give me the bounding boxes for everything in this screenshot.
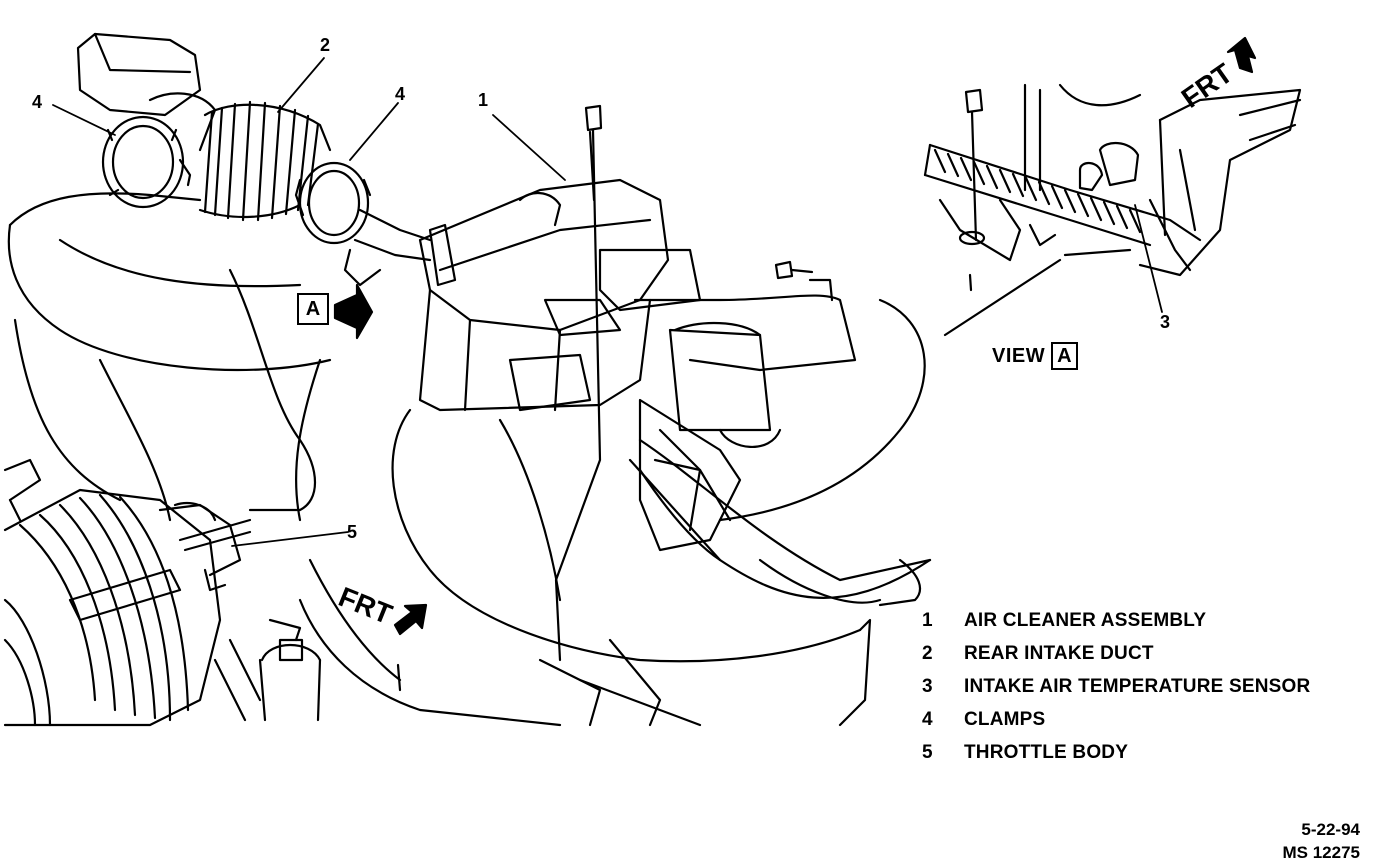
parts-legend: 1 AIR CLEANER ASSEMBLY 2 REAR INTAKE DUC…: [920, 610, 1360, 775]
figure-footer: 5-22-94 MS 12275: [1283, 818, 1361, 864]
view-a-arrow: [333, 283, 374, 340]
inlet-duct: [76, 32, 217, 209]
callout-4-right: 4: [395, 84, 406, 104]
view-a-marker: A: [297, 293, 329, 325]
legend-item: 4 CLAMPS: [920, 709, 1360, 742]
legend-item: 5 THROTTLE BODY: [920, 742, 1360, 775]
callout-5: 5: [347, 522, 358, 542]
figure-code: MS 12275: [1282, 843, 1361, 862]
legend-item: 1 AIR CLEANER ASSEMBLY: [920, 610, 1360, 643]
legend-text: AIR CLEANER ASSEMBLY: [964, 610, 1207, 631]
legend-item: 3 INTAKE AIR TEMPERATURE SENSOR: [920, 676, 1360, 709]
legend-number: 5: [922, 742, 933, 763]
callout-4-left: 4: [32, 92, 43, 112]
rear-intake-duct-bellows: [198, 100, 432, 287]
legend-text: INTAKE AIR TEMPERATURE SENSOR: [964, 676, 1311, 697]
callout-1: 1: [478, 90, 489, 110]
legend-number: 1: [922, 610, 933, 631]
callout-2: 2: [320, 35, 331, 55]
supercharger-throttle-body: [3, 458, 252, 727]
legend-number: 2: [922, 643, 933, 664]
callout-leaders: [52, 57, 1163, 547]
callout-3: 3: [1160, 312, 1171, 332]
legend-number: 3: [922, 676, 933, 697]
view-a-inset: [923, 83, 1302, 337]
view-label-text: VIEW: [992, 345, 1046, 367]
legend-item: 2 REAR INTAKE DUCT: [920, 643, 1360, 676]
legend-number: 4: [922, 709, 933, 730]
figure-date: 5-22-94: [1301, 820, 1360, 839]
bottom-sensor: [213, 618, 322, 722]
engine-bay-outline: [7, 192, 932, 727]
front-arrow-inset: [1226, 36, 1257, 74]
legend-text: THROTTLE BODY: [964, 742, 1129, 763]
mounting-bolt: [396, 104, 814, 692]
front-arrow-main: [393, 603, 428, 636]
view-label-letter: A: [1051, 342, 1079, 370]
air-cleaner-assembly: [418, 178, 857, 552]
legend-text: REAR INTAKE DUCT: [964, 643, 1154, 664]
legend-text: CLAMPS: [964, 709, 1046, 730]
